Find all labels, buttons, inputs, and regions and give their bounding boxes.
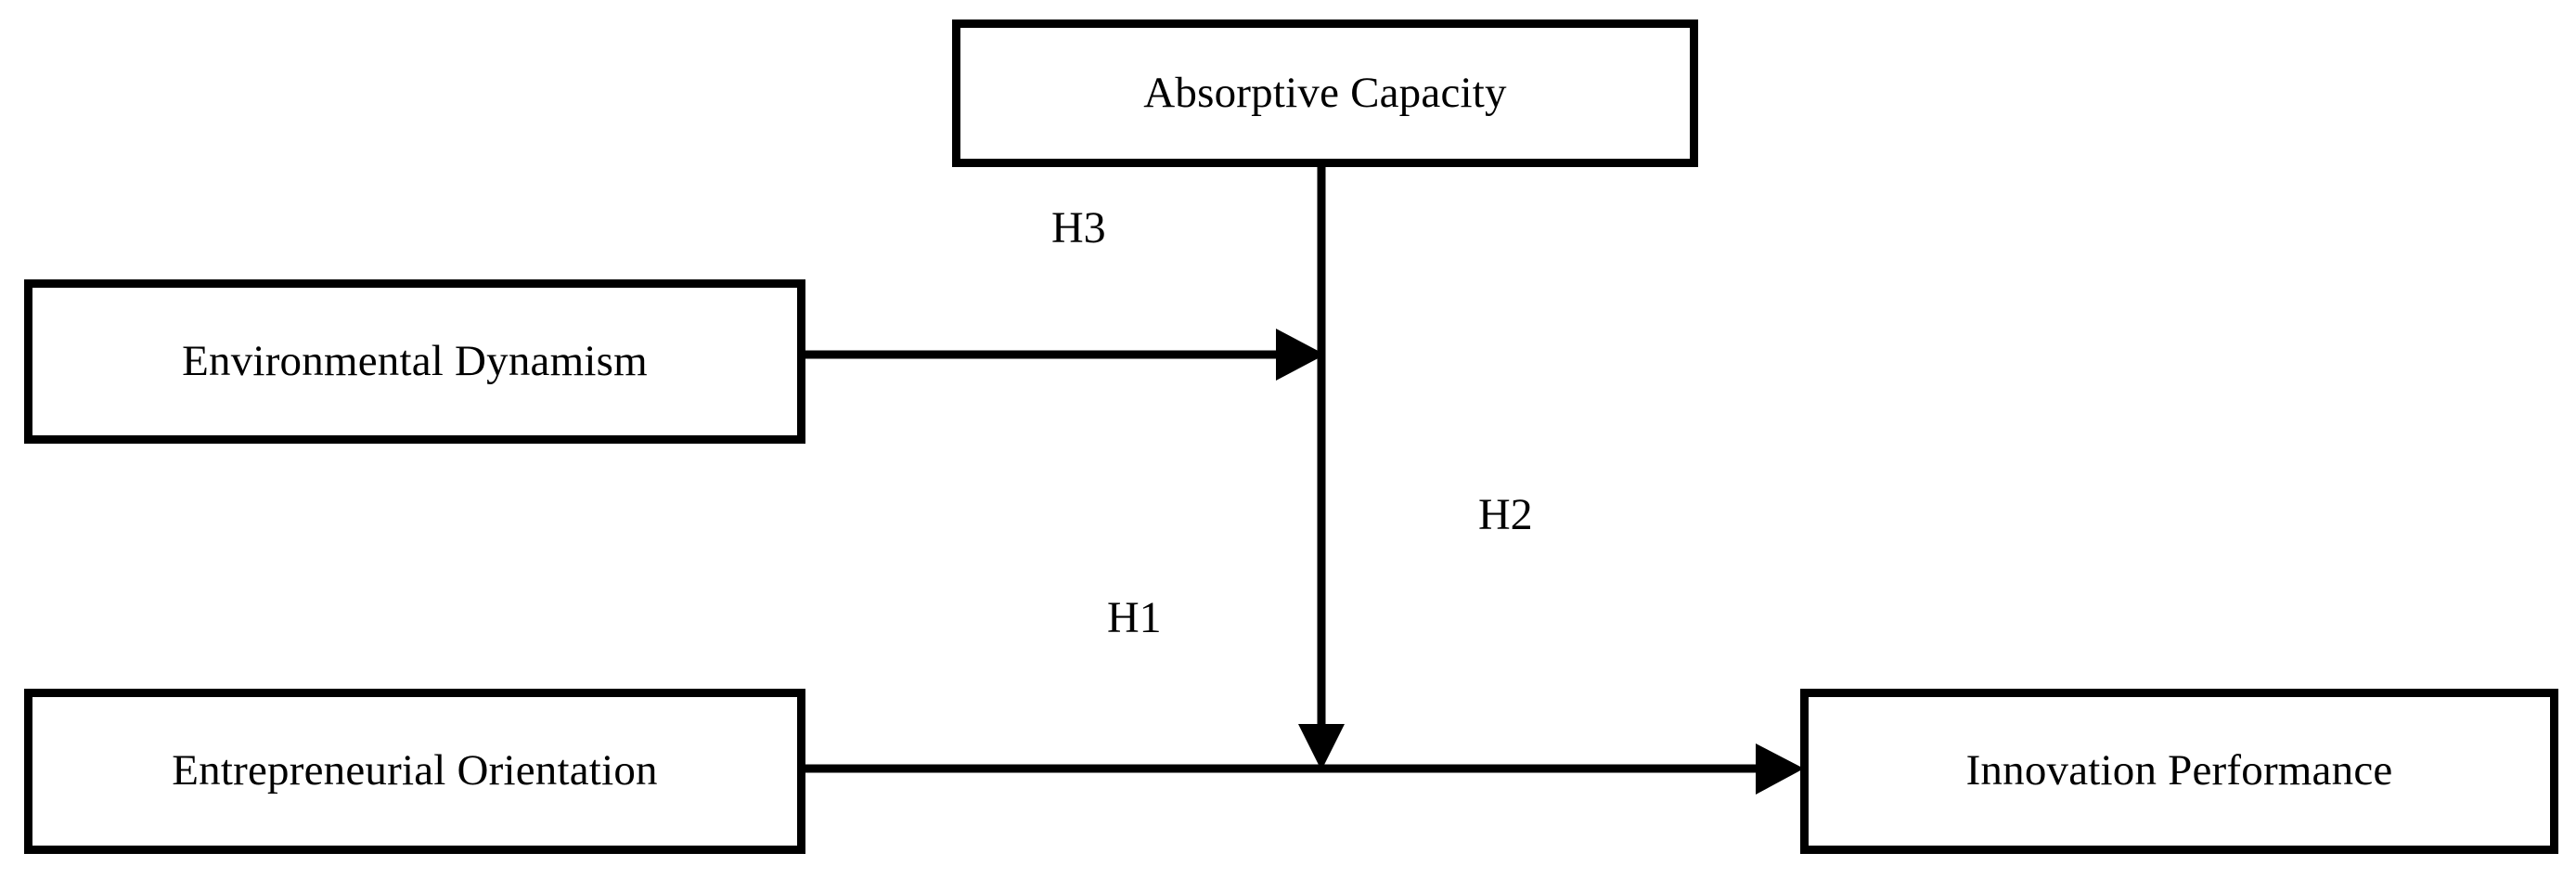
edge-label-h2: H2: [1478, 490, 1533, 539]
edge-label-h1: H1: [1107, 593, 1162, 642]
node-entrepreneurial-orientation: Entrepreneurial Orientation: [24, 689, 805, 854]
node-absorptive-capacity-label: Absorptive Capacity: [1143, 68, 1507, 117]
edge-h2: [1298, 167, 1345, 770]
node-entrepreneurial-orientation-label: Entrepreneurial Orientation: [172, 746, 658, 795]
edge-h2-arrowhead-down: [1298, 724, 1345, 770]
edge-h3: [805, 329, 1325, 381]
edge-label-h3: H3: [1051, 203, 1106, 252]
node-absorptive-capacity: Absorptive Capacity: [952, 19, 1698, 167]
edge-h3-arrowhead-right: [1276, 329, 1325, 381]
node-environmental-dynamism: Environmental Dynamism: [24, 279, 805, 444]
edge-h1: [805, 743, 1804, 795]
edge-h1-arrowhead-right: [1756, 743, 1804, 795]
node-innovation-performance-label: Innovation Performance: [1965, 746, 2393, 795]
node-environmental-dynamism-label: Environmental Dynamism: [182, 336, 648, 385]
node-innovation-performance: Innovation Performance: [1800, 689, 2558, 854]
